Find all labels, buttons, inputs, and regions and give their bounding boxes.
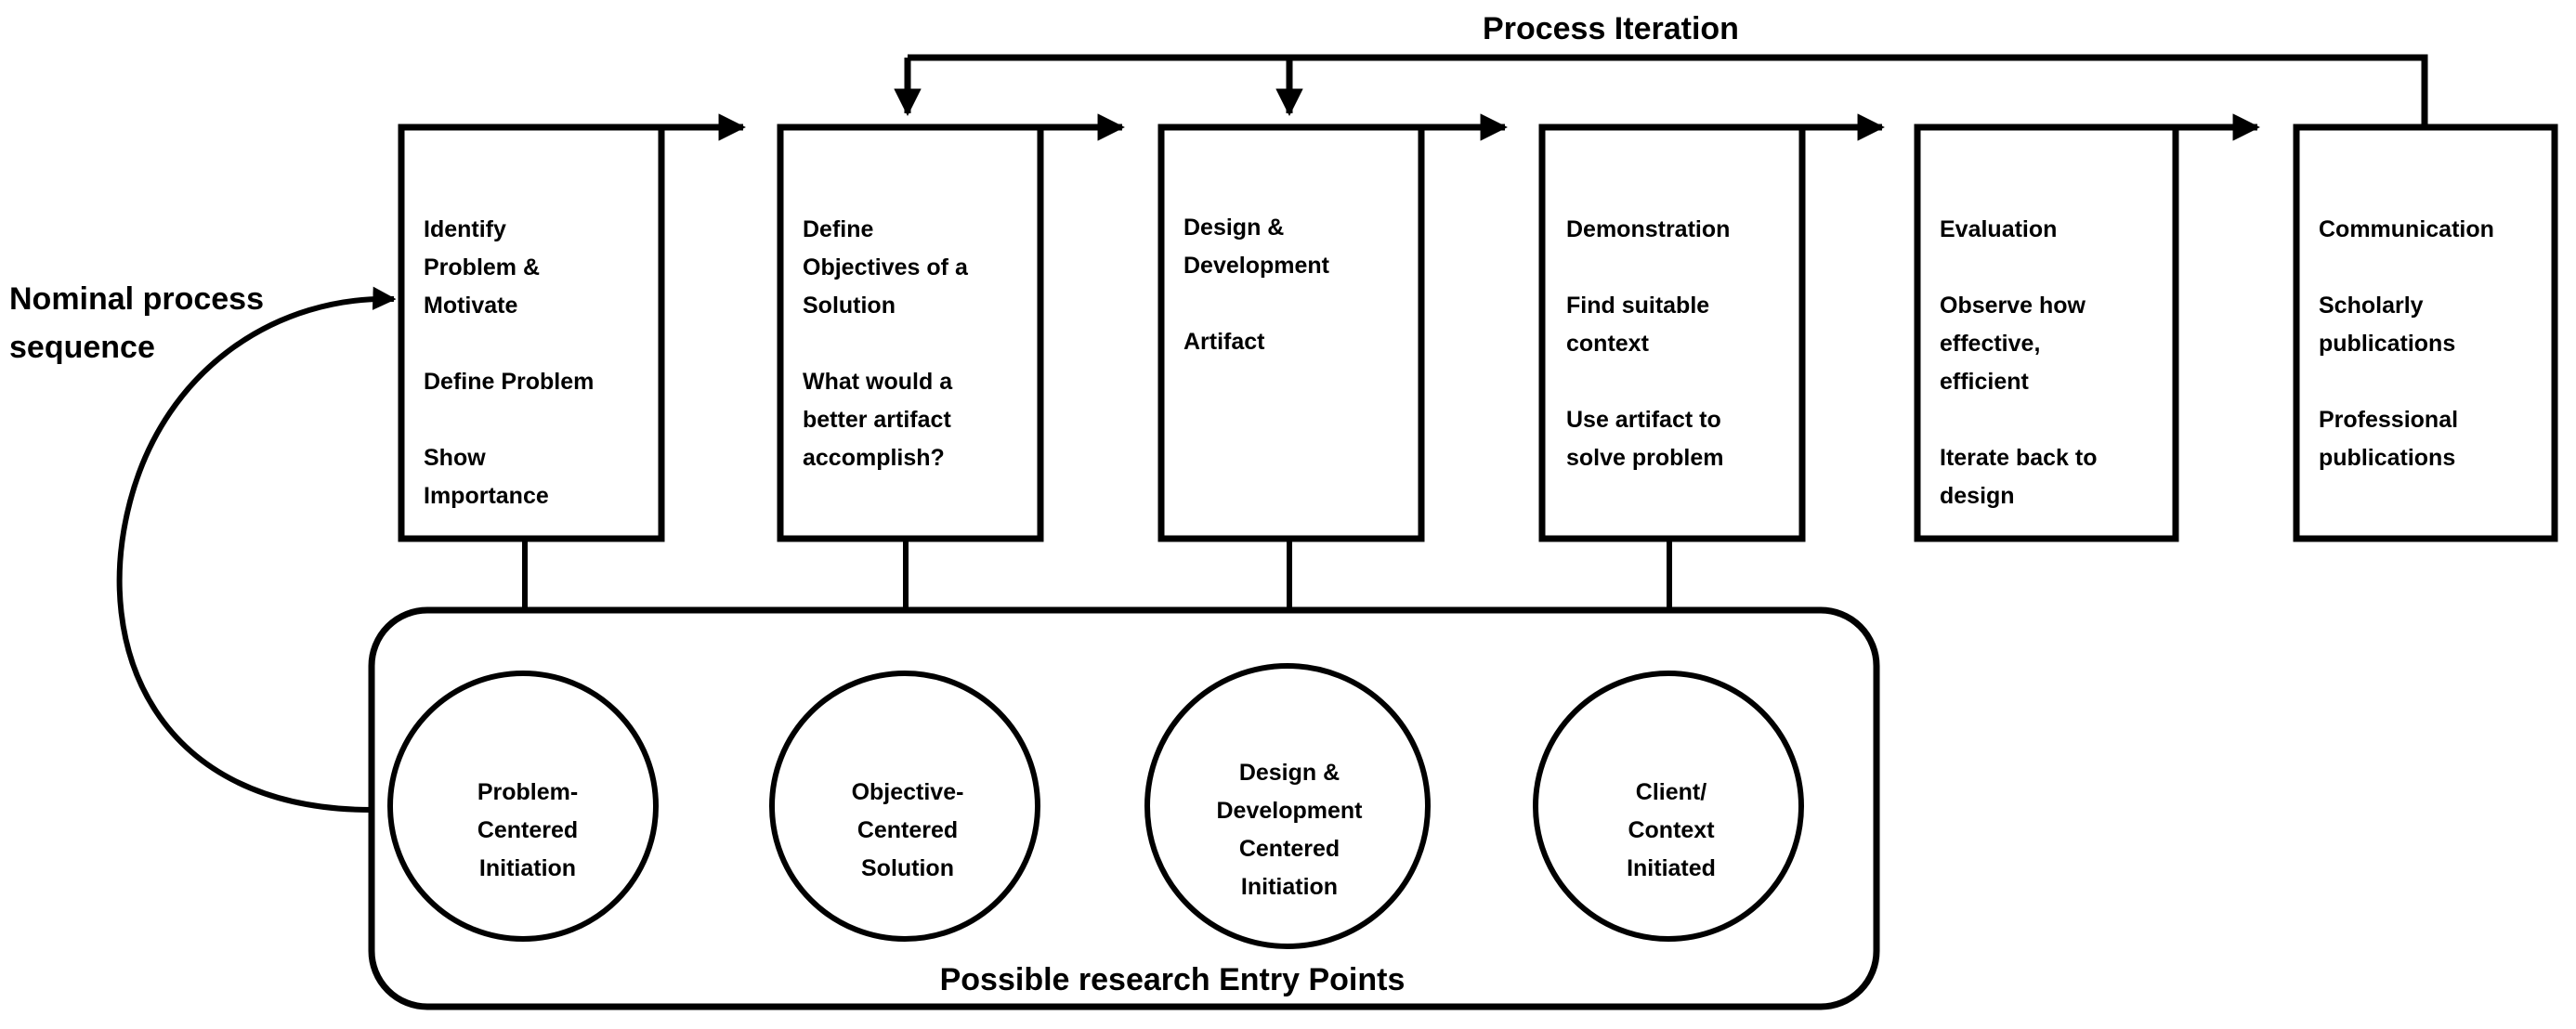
box4-line6: Use artifact to — [1566, 407, 1721, 433]
process-box-identify-problem-text: Identify Problem & Motivate Define Probl… — [424, 216, 594, 509]
box4-line7: solve problem — [1566, 445, 1724, 471]
process-box-design-development[interactable] — [1157, 124, 1425, 542]
entry-circle-problem-centered-initiation[interactable] — [387, 671, 659, 942]
box5-line3: Observe how — [1940, 293, 2086, 319]
circle2-line3: Solution — [861, 855, 954, 881]
box3-line4: Artifact — [1183, 329, 1265, 355]
box5-line5: efficient — [1940, 369, 2030, 395]
box4-line3: Find suitable — [1566, 293, 1709, 319]
box6-line1: Communication — [2319, 216, 2494, 242]
nominal-process-sequence-label-line2: sequence — [9, 330, 155, 365]
process-box-define-objectives-text: Define Objectives of a Solution What wou… — [803, 216, 969, 471]
box2-line7: accomplish? — [803, 445, 945, 471]
entry-circle-design-development-centered-initiation[interactable] — [1144, 663, 1431, 949]
process-box-evaluation-text: Evaluation Observe how effective, effici… — [1940, 216, 2098, 509]
entry-circle-client-context-initiated[interactable] — [1533, 671, 1804, 942]
nominal-process-sequence-label-line1: Nominal process — [9, 281, 264, 317]
circle3-line2: Development — [1217, 798, 1364, 824]
circle1-line2: Centered — [477, 817, 578, 843]
box4-line1: Demonstration — [1566, 216, 1730, 242]
box3-line2: Development — [1183, 253, 1330, 279]
box1-line7: Show — [424, 445, 486, 471]
process-box-define-objectives[interactable] — [777, 124, 1044, 542]
box2-line3: Solution — [803, 293, 896, 319]
box3-line1: Design & — [1183, 215, 1284, 241]
box1-line8: Importance — [424, 483, 549, 509]
circle3-line3: Centered — [1239, 836, 1340, 862]
circle2-line2: Centered — [857, 817, 958, 843]
box5-line8: design — [1940, 483, 2015, 509]
process-iteration-label: Process Iteration — [1483, 11, 1739, 46]
circle2-line1: Objective- — [852, 779, 964, 805]
box6-line7: publications — [2319, 445, 2455, 471]
box6-line3: Scholarly — [2319, 293, 2424, 319]
box1-line5: Define Problem — [424, 369, 594, 395]
circle1-line1: Problem- — [477, 779, 578, 805]
box4-line4: context — [1566, 331, 1650, 357]
box2-line6: better artifact — [803, 407, 951, 433]
box6-line4: publications — [2319, 331, 2455, 357]
circle4-line3: Initiated — [1627, 855, 1716, 881]
box2-line2: Objectives of a — [803, 254, 969, 280]
box2-line5: What would a — [803, 369, 953, 395]
box1-line3: Motivate — [424, 293, 518, 319]
possible-research-entry-points-label: Possible research Entry Points — [940, 962, 1406, 997]
nominal-process-sequence-arrow — [116, 286, 397, 813]
entry-circle-3-text: Design & Development Centered Initiation — [1217, 760, 1364, 900]
process-iteration-feedback-path — [894, 54, 2428, 127]
process-box-evaluation[interactable] — [1914, 124, 2179, 542]
process-box-communication-text: Communication Scholarly publications Pro… — [2319, 216, 2494, 471]
box2-line1: Define — [803, 216, 874, 242]
box5-line7: Iterate back to — [1940, 445, 2098, 471]
process-box-design-development-text: Design & Development Artifact — [1183, 215, 1330, 355]
entry-circle-4-text: Client/ Context Initiated — [1627, 779, 1716, 881]
circle4-line2: Context — [1628, 817, 1715, 843]
circle1-line3: Initiation — [479, 855, 576, 881]
box1-line2: Problem & — [424, 254, 540, 280]
circle3-line1: Design & — [1239, 760, 1340, 786]
box1-line1: Identify — [424, 216, 506, 242]
circle4-line1: Client/ — [1636, 779, 1706, 805]
process-box-identify-problem[interactable] — [398, 124, 665, 542]
process-box-demonstration-text: Demonstration Find suitable context Use … — [1566, 216, 1730, 471]
box5-line4: effective, — [1940, 331, 2040, 357]
entry-circle-2-text: Objective- Centered Solution — [852, 779, 964, 881]
box6-line6: Professional — [2319, 407, 2458, 433]
circle3-line4: Initiation — [1241, 874, 1338, 900]
process-box-communication[interactable] — [2293, 124, 2558, 542]
box5-line1: Evaluation — [1940, 216, 2057, 242]
entry-circle-objective-centered-solution[interactable] — [769, 671, 1040, 942]
entry-circle-1-text: Problem- Centered Initiation — [477, 779, 578, 881]
